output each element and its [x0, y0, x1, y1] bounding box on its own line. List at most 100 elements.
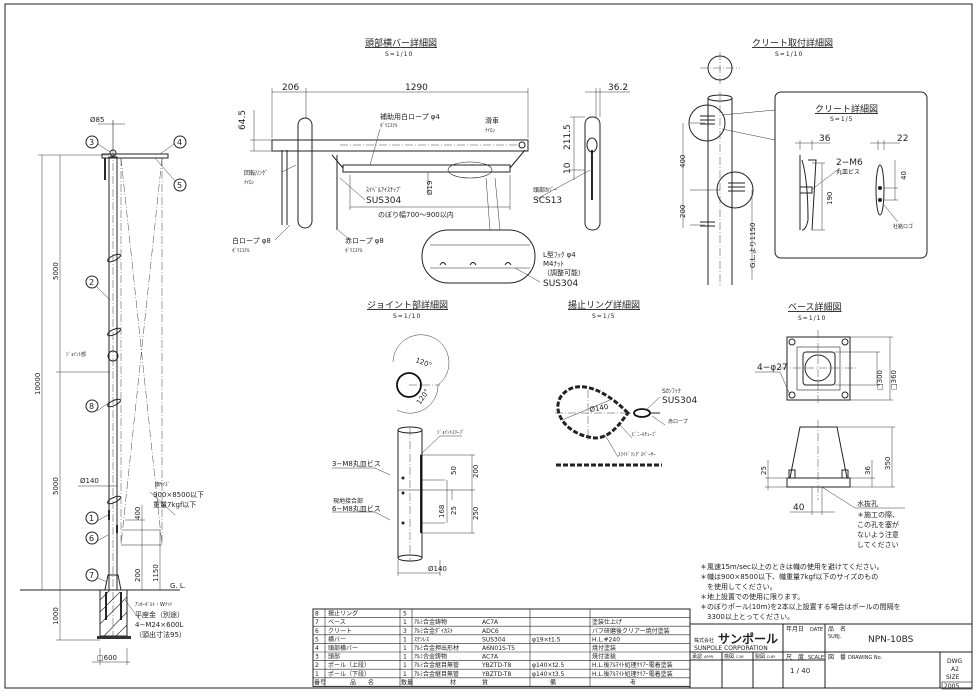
head-bar [101, 153, 169, 159]
sleeve-label: ｼﾞｮｲﾝﾄｽﾘｰﾌﾞ [437, 429, 465, 436]
approved-label: 承認 [692, 653, 702, 660]
parts-cell-no: 2 [315, 662, 319, 669]
parts-cell-code: YBZTD-T8 [481, 671, 511, 678]
dim-1150: 1150 [152, 564, 160, 582]
head-bar-scale: S=1/10 [385, 51, 413, 58]
pipe-section [396, 372, 422, 398]
parts-cell-code: A6N01S-T5 [482, 645, 515, 652]
callout-1: 1 [89, 514, 94, 523]
company-name: サンポール [718, 631, 778, 646]
parts-cell-name: 頭部横バー [328, 644, 358, 652]
dim-400: 400 [134, 507, 142, 520]
gravel-bed [97, 636, 131, 639]
hook-mat: SUS304 [543, 279, 578, 289]
dim-upper: 5000 [52, 262, 60, 280]
parts-header: 考 [630, 678, 636, 686]
joint-title: ジョイント部詳細図 [367, 299, 448, 311]
cleat-mount-scale: S=1/10 [775, 51, 803, 58]
cleat-front [875, 164, 885, 216]
checked-label: 検図 [724, 653, 734, 660]
parts-cell-name: 横バー [328, 635, 346, 643]
callout-4: 4 [177, 138, 182, 147]
anchor-protrusion: （頭出寸法95） [135, 630, 186, 639]
parts-cell-code: YBZTD-T8 [481, 662, 511, 669]
head-cover: 頭部ｶﾊﾞｰ [533, 186, 557, 194]
parts-cell-remark: バフ研磨後クリアー焼付塗装 [592, 627, 670, 635]
s-hook-label: Sｶﾝﾌｯｸ [662, 388, 681, 395]
s-hook [633, 408, 651, 418]
cross-bar [342, 164, 511, 173]
general-notes: ＊風速15m/sec以上のときは幟の使用を避けてください。 ＊幟は900×850… [700, 562, 901, 621]
parts-cell-name: 頭部 [328, 653, 340, 661]
parts-cell-remark: H.L.後ｱﾙﾏｲﾄ処理ｸﾘｱｰ電着塗装 [592, 670, 673, 678]
bar [271, 139, 529, 152]
site-joint-label: 現地接合部 [333, 497, 363, 505]
dim-168: 168 [438, 505, 446, 518]
red-rope-mat: ﾎﾟﾘｴｽﾃﾙ [345, 247, 363, 254]
parts-cell-mat: ｱﾙﾐ合金鋳物 [414, 653, 447, 661]
joint-label: ｼﾞｮｲﾝﾄ部 [66, 351, 86, 358]
joint-marker [107, 350, 119, 362]
scale-label-en: SCALE [808, 655, 824, 661]
dim-25: 25 [760, 466, 768, 475]
parts-header: 品 名 [350, 678, 374, 686]
angle-1: 120° [414, 356, 433, 369]
parts-table: 8揚止リング57ベース1ｱﾙﾐ合金鋳物AC7A塗装仕上げ6クリート3ｱﾙﾐ合金ﾀ… [312, 608, 691, 687]
pulley-mat: ﾅｲﾛﾝ [485, 128, 496, 134]
base-detail: ベース詳細図 S=1/10 4−φ27 □300 □360 350 36 25 … [755, 301, 905, 549]
head-bar-detail: 頭部横バー詳細図 S=1/10 206 1290 64.5 36.2 211.5… [232, 37, 630, 289]
parts-cell-spec: φ140×t2.5 [532, 662, 565, 669]
drain-label: 水抜孔 [857, 499, 878, 508]
drawing-no-en: DRAWING No. [848, 655, 883, 661]
anchor-label: ｱﾝｶｰﾎﾞﾙﾄ・Wﾅｯﾄ [135, 601, 173, 608]
pulley [518, 141, 526, 149]
scale-value: 1 / 40 [790, 667, 810, 675]
parts-cell-spec: φ140×t3.5 [532, 671, 565, 678]
callout-5: 5 [177, 181, 182, 190]
drain-note-4: してください [857, 541, 899, 549]
name-label-en: SUBJ. [828, 634, 842, 640]
flag-outline [120, 157, 163, 546]
base-holes: 4−φ27 [757, 363, 788, 373]
callout-6: 6 [89, 534, 94, 543]
parts-cell-remark: H.L.後ｱﾙﾏｲﾄ処理ｸﾘｱｰ電着塗装 [592, 661, 673, 669]
joint-detail: ジョイント部詳細図 S=1/10 120° 120° ｼﾞｮｲﾝﾄｽﾘｰﾌﾞ 3… [332, 299, 480, 576]
parts-cell-name: ポール（下段） [328, 670, 370, 678]
drain-note-2: この孔を塞が [857, 520, 899, 529]
hook-adjust: （調整可能） [543, 268, 585, 277]
white-rope: 白ロープ φ8 [232, 236, 271, 245]
dim-40: 40 [793, 503, 805, 513]
parts-cell-code: AC7A [482, 654, 499, 661]
cleat-detail-scale: S=1/5 [830, 116, 854, 123]
dim-25: 25 [450, 506, 458, 515]
dim-350: 350 [884, 457, 892, 470]
swivel-ring: 回転ﾘﾝｸﾞ [244, 169, 268, 177]
parts-cell-remark: 塗装仕上げ [592, 618, 622, 626]
dim-190: 190 [826, 192, 834, 205]
checked-en: C.BY [736, 655, 745, 659]
dim-300: □300 [876, 370, 884, 390]
pulley-label: 滑車 [485, 116, 499, 125]
cleat-detail-box [774, 91, 928, 259]
spacer: ｽﾗｲﾄﾞﾘﾝｸﾞｽﾍﾟｰｻｰ [618, 451, 656, 458]
drawn-en: D.BY [767, 655, 776, 659]
parts-header: 備 [550, 678, 556, 686]
parts-cell-spec: φ19×t1.5 [532, 636, 561, 643]
ring-chain [556, 385, 631, 440]
parts-cell-name: 揚止リング [328, 610, 358, 618]
cleat-detail-title: クリート詳細図 [815, 103, 878, 115]
dim-250: 250 [472, 507, 480, 520]
flag-weight: 重量7kgf以下 [153, 501, 196, 509]
cleat-mount-title: クリート取付詳細図 [752, 37, 833, 49]
base-plate-top [786, 336, 851, 401]
dim-total: 10000 [34, 373, 42, 395]
ring-scale: S=1/5 [592, 313, 616, 320]
anchor-spec: 4−M24×600L [135, 621, 183, 629]
parts-cell-code: AC7A [482, 619, 499, 626]
vinyl-tube: ﾋﾞﾆｰﾙﾁｭｰﾌﾞ [632, 431, 657, 438]
dim-10: 10 [563, 162, 573, 174]
parts-cell-no: 4 [315, 645, 319, 652]
swivel-ring-mat: ﾅｲﾛﾝ [244, 180, 255, 186]
parts-cell-qty: 5 [403, 611, 407, 618]
parts-header: 質 [482, 678, 488, 686]
